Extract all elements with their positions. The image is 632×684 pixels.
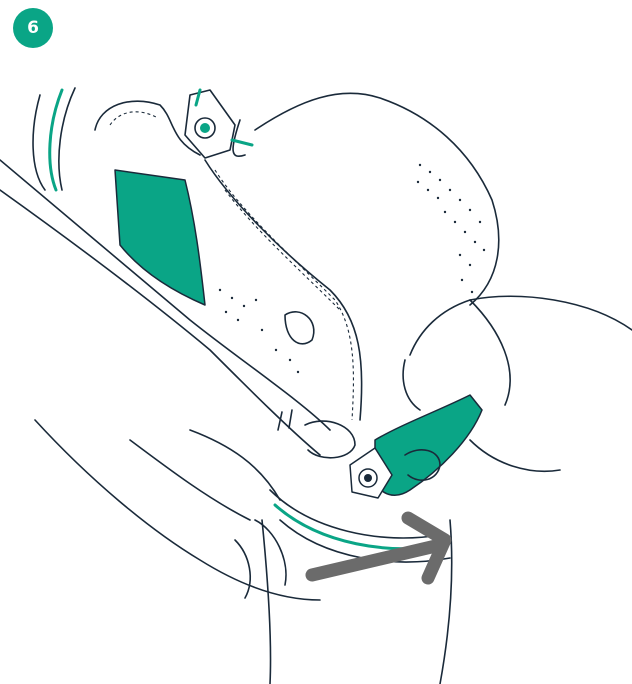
adjuster-lever [375,395,482,495]
shell-texture [219,164,485,373]
helmet-shell [33,88,499,305]
pivot-buckle-icon [185,90,252,158]
lower-left-hand [35,420,320,600]
